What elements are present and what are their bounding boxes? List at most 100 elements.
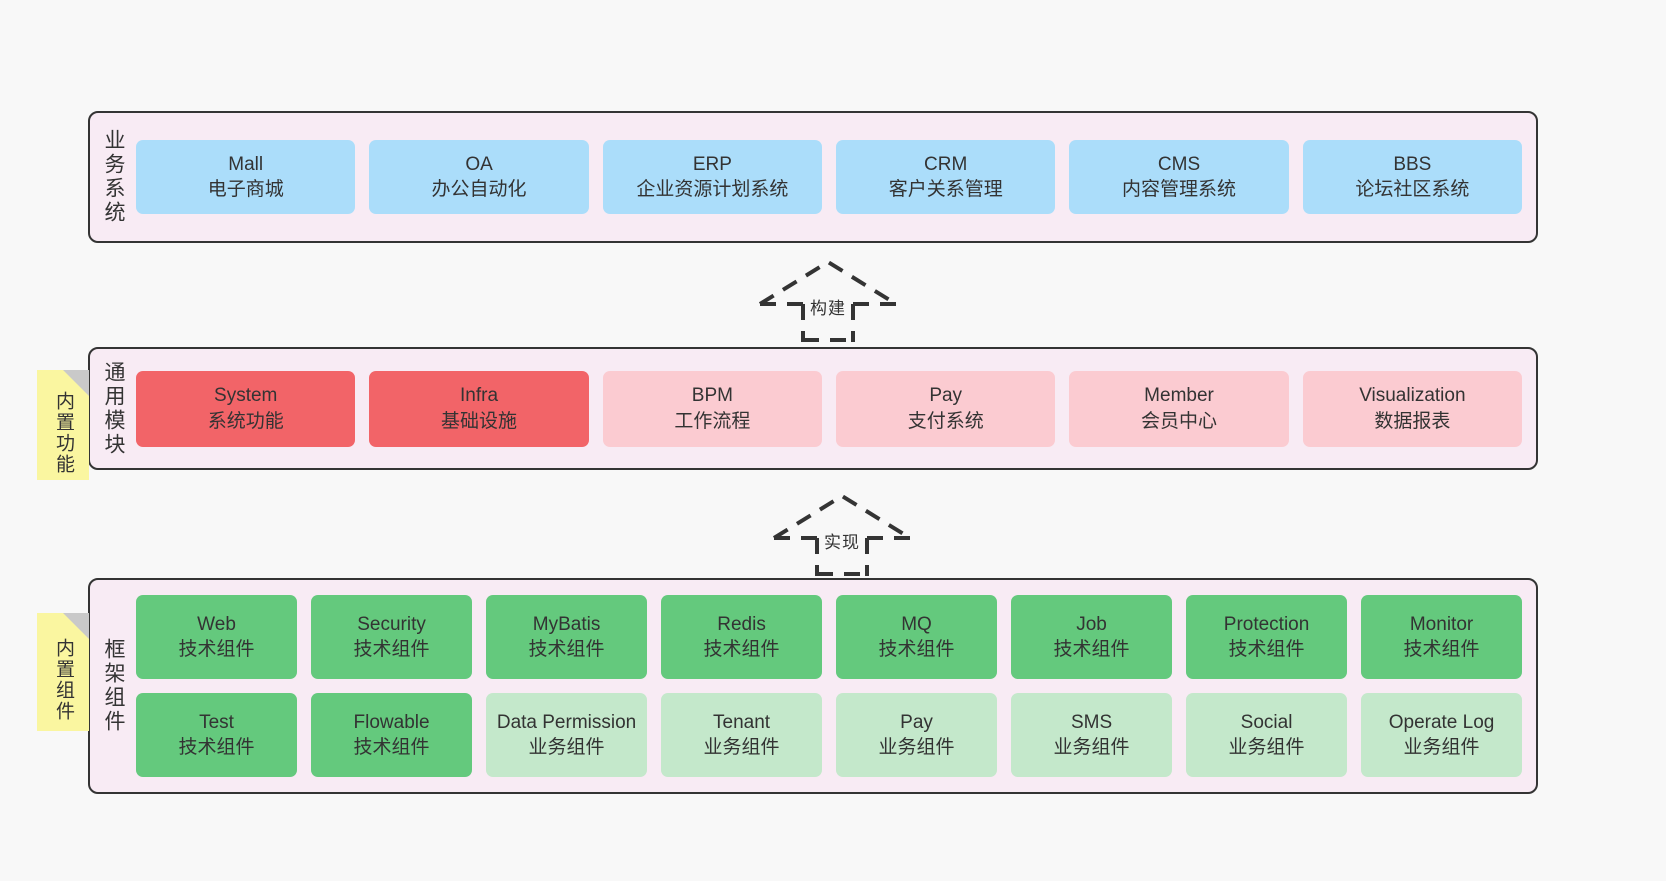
card-mall[interactable]: Mall 电子商城 — [136, 140, 356, 214]
builtin-function-note-label: 内置功能 — [52, 391, 74, 475]
builtin-component-note-label: 内置组件 — [52, 638, 74, 722]
card-sms-cn: 业务组件 — [1053, 737, 1130, 758]
card-cms[interactable]: CMS 内容管理系统 — [1069, 140, 1289, 214]
card-bpm-cn: 工作流程 — [674, 410, 751, 432]
card-redis[interactable]: Redis 技术组件 — [661, 595, 823, 679]
card-sms[interactable]: SMS 业务组件 — [1011, 693, 1173, 777]
card-oa[interactable]: OA 办公自动化 — [369, 140, 589, 214]
card-security-cn: 技术组件 — [353, 639, 430, 660]
card-operate-log-cn: 业务组件 — [1403, 737, 1480, 758]
layer-title-common-module: 通用模块 — [102, 360, 126, 457]
card-test[interactable]: Test 技术组件 — [136, 693, 298, 777]
card-visualization[interactable]: Visualization 数据报表 — [1302, 370, 1523, 447]
card-tenant-en: Tenant — [713, 711, 771, 733]
card-mq[interactable]: MQ 技术组件 — [836, 595, 998, 679]
card-tenant-cn: 业务组件 — [703, 737, 780, 758]
card-system-en: System — [214, 385, 278, 407]
card-pay-component-en: Pay — [900, 711, 933, 733]
card-visualization-cn: 数据报表 — [1374, 410, 1451, 432]
card-oa-en: OA — [465, 153, 493, 175]
card-mall-en: Mall — [228, 153, 264, 175]
card-mybatis-cn: 技术组件 — [528, 639, 605, 660]
card-test-en: Test — [199, 711, 234, 733]
note-fold-corner-icon — [63, 370, 89, 396]
card-mybatis-en: MyBatis — [532, 613, 601, 635]
card-bpm[interactable]: BPM 工作流程 — [602, 370, 823, 447]
card-bbs-en: BBS — [1393, 153, 1432, 175]
card-erp[interactable]: ERP 企业资源计划系统 — [602, 140, 823, 214]
card-monitor-en: Monitor — [1409, 613, 1474, 635]
card-protection[interactable]: Protection 技术组件 — [1186, 595, 1348, 679]
card-member[interactable]: Member 会员中心 — [1069, 370, 1289, 447]
card-pay-module[interactable]: Pay 支付系统 — [836, 370, 1056, 447]
card-tenant[interactable]: Tenant 业务组件 — [661, 693, 823, 777]
card-oa-cn: 办公自动化 — [431, 179, 527, 200]
card-web-cn: 技术组件 — [178, 639, 255, 660]
card-security[interactable]: Security 技术组件 — [311, 595, 473, 679]
card-erp-en: ERP — [692, 153, 732, 175]
card-test-cn: 技术组件 — [178, 737, 255, 758]
card-protection-cn: 技术组件 — [1228, 639, 1305, 660]
layer-title-framework-component: 框架组件 — [102, 638, 126, 734]
card-infra-en: Infra — [460, 385, 499, 407]
business-system-card-list: Mall 电子商城 OA 办公自动化 ERP 企业资源计划系统 CRM 客户关系… — [132, 113, 1536, 241]
card-job-en: Job — [1076, 613, 1107, 635]
card-monitor-cn: 技术组件 — [1403, 639, 1480, 660]
card-redis-cn: 技术组件 — [703, 639, 780, 660]
card-social-en: Social — [1240, 711, 1293, 733]
implement-arrow-label: 实现 — [824, 533, 860, 552]
card-monitor[interactable]: Monitor 技术组件 — [1361, 595, 1523, 679]
card-crm-en: CRM — [924, 153, 968, 175]
layer-common-module[interactable]: 通用模块 System 系统功能 Infra 基础设施 BPM 工作流程 Pay… — [88, 347, 1538, 470]
card-security-en: Security — [357, 613, 426, 635]
card-social-cn: 业务组件 — [1228, 737, 1305, 758]
card-visualization-en: Visualization — [1359, 385, 1466, 407]
card-data-permission[interactable]: Data Permission 业务组件 — [486, 693, 648, 777]
tech-components-row: Web 技术组件 Security 技术组件 MyBatis 技术组件 Redi… — [136, 595, 1523, 679]
business-components-row: Test 技术组件 Flowable 技术组件 Data Permission … — [136, 693, 1523, 777]
framework-component-card-list: Web 技术组件 Security 技术组件 MyBatis 技术组件 Redi… — [132, 580, 1536, 792]
card-data-permission-cn: 业务组件 — [528, 737, 605, 758]
card-job[interactable]: Job 技术组件 — [1011, 595, 1173, 679]
card-flowable-en: Flowable — [353, 711, 430, 733]
card-social[interactable]: Social 业务组件 — [1186, 693, 1348, 777]
card-mybatis[interactable]: MyBatis 技术组件 — [486, 595, 648, 679]
card-job-cn: 技术组件 — [1053, 639, 1130, 660]
card-protection-en: Protection — [1223, 613, 1310, 635]
card-cms-cn: 内容管理系统 — [1122, 179, 1237, 200]
card-erp-cn: 企业资源计划系统 — [636, 179, 789, 200]
card-operate-log-en: Operate Log — [1388, 711, 1495, 733]
card-pay-component[interactable]: Pay 业务组件 — [836, 693, 998, 777]
card-crm[interactable]: CRM 客户关系管理 — [836, 140, 1056, 214]
card-mq-en: MQ — [901, 613, 932, 635]
card-system[interactable]: System 系统功能 — [136, 370, 356, 447]
card-pay-component-cn: 业务组件 — [878, 737, 955, 758]
card-flowable-cn: 技术组件 — [353, 737, 430, 758]
card-member-en: Member — [1144, 385, 1214, 407]
card-sms-en: SMS — [1070, 711, 1113, 733]
builtin-component-note[interactable]: 内置组件 — [37, 613, 89, 731]
card-cms-en: CMS — [1157, 153, 1201, 175]
common-module-card-list: System 系统功能 Infra 基础设施 BPM 工作流程 Pay 支付系统… — [132, 349, 1536, 468]
card-mall-cn: 电子商城 — [207, 179, 284, 200]
builtin-function-note[interactable]: 内置功能 — [37, 370, 89, 480]
card-infra-cn: 基础设施 — [441, 410, 518, 432]
implement-arrow: 实现 — [772, 492, 912, 576]
card-infra[interactable]: Infra 基础设施 — [369, 370, 589, 447]
card-flowable[interactable]: Flowable 技术组件 — [311, 693, 473, 777]
card-data-permission-en: Data Permission — [496, 711, 637, 733]
card-redis-en: Redis — [717, 613, 766, 635]
card-operate-log[interactable]: Operate Log 业务组件 — [1361, 693, 1523, 777]
card-pay-module-en: Pay — [929, 385, 963, 407]
card-web[interactable]: Web 技术组件 — [136, 595, 298, 679]
card-web-en: Web — [197, 613, 236, 635]
layer-business-system[interactable]: 业务系统 Mall 电子商城 OA 办公自动化 ERP 企业资源计划系统 CRM… — [88, 111, 1538, 243]
card-mq-cn: 技术组件 — [878, 639, 955, 660]
card-bbs-cn: 论坛社区系统 — [1355, 179, 1470, 200]
card-crm-cn: 客户关系管理 — [888, 179, 1003, 200]
build-arrow-label: 构建 — [810, 299, 846, 318]
card-member-cn: 会员中心 — [1141, 410, 1218, 432]
card-bbs[interactable]: BBS 论坛社区系统 — [1302, 140, 1523, 214]
layer-framework-component[interactable]: 框架组件 Web 技术组件 Security 技术组件 MyBatis 技术组件… — [88, 578, 1538, 794]
